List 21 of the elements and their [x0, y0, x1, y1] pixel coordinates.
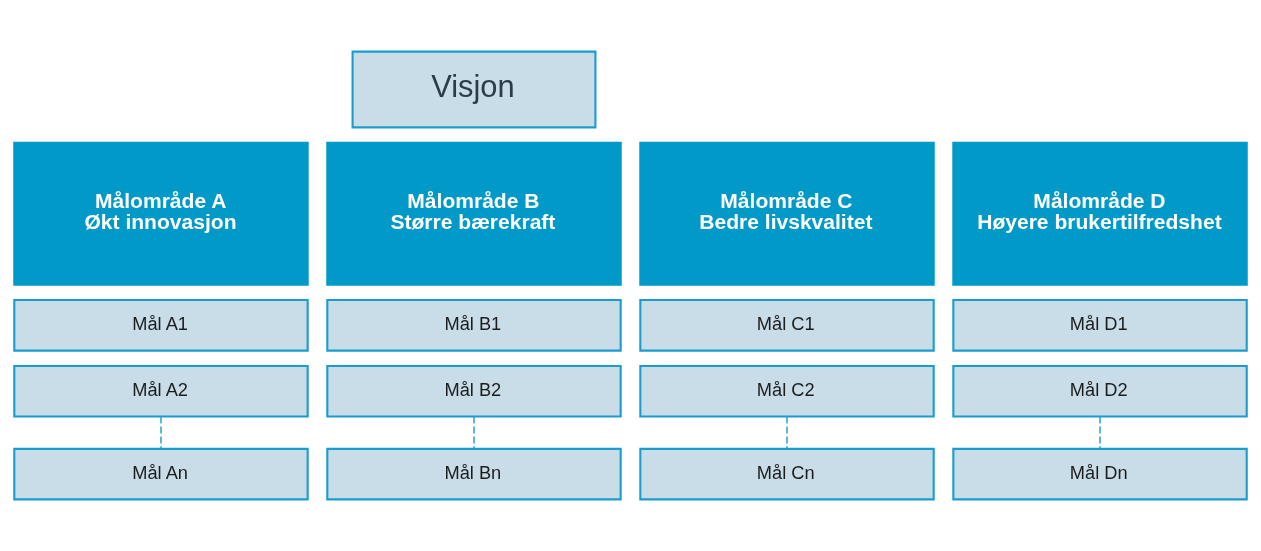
node-box: Mål C1 — [639, 299, 935, 352]
node-box: Mål A2 — [13, 365, 309, 418]
node-box: Visjon — [351, 50, 597, 129]
node-box: Målområde B Større bærekraft — [326, 141, 622, 286]
node-box: Mål Bn — [326, 447, 622, 501]
node-box: Mål Cn — [639, 447, 935, 501]
node-box: Målområde C Bedre livskvalitet — [639, 141, 935, 286]
node-box: Mål An — [13, 447, 309, 501]
node-box: Mål D1 — [952, 299, 1248, 352]
node-box: Målområde A Økt innovasjon — [13, 141, 309, 286]
node-box: Mål B2 — [326, 365, 622, 418]
node-box: Mål Dn — [952, 447, 1248, 501]
connector — [473, 416, 475, 450]
node-box: Mål A1 — [13, 299, 309, 352]
node-box: Mål D2 — [952, 365, 1248, 418]
node-box: Målområde D Høyere brukertilfredshet — [952, 141, 1248, 286]
connector — [1099, 416, 1101, 450]
node-box: Mål B1 — [326, 299, 622, 352]
connector — [786, 416, 788, 450]
connector — [160, 416, 162, 450]
node-box: Mål C2 — [639, 365, 935, 418]
